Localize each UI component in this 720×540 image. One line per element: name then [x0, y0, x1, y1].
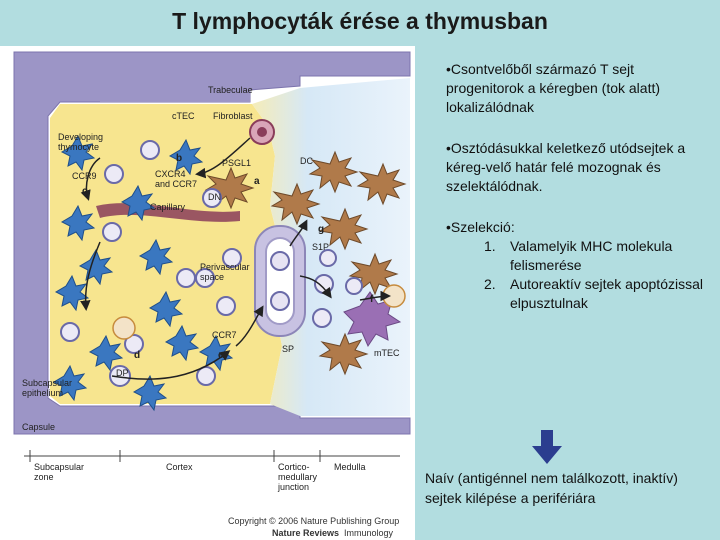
journal-sub: Immunology: [344, 528, 394, 538]
label-ctec: cTEC: [172, 111, 195, 121]
selection-item-text: Valamelyik MHC molekula felismerése: [510, 238, 673, 273]
capsule: [13, 51, 411, 435]
label-cxcr4-ccr7: and CCR7: [155, 179, 197, 189]
step-b: b: [176, 153, 182, 164]
selection-list: 1. Valamelyik MHC molekula felismerése 2…: [446, 237, 706, 313]
zone-subcapsular-zone: zone: [34, 472, 54, 482]
label-capillary: Capillary: [150, 202, 186, 212]
mtec-cell: [343, 291, 402, 348]
label-subcapsular: Subcapsular: [22, 378, 72, 388]
bullet-progenitors: •Csontvelőből származó T sejt progenitor…: [446, 61, 661, 115]
selection-item-number: 1.: [484, 238, 496, 254]
bullet-list: •Csontvelőből származó T sejt progenitor…: [446, 60, 706, 335]
step-f: f: [370, 294, 374, 305]
arrow-down-icon: [532, 430, 562, 464]
copyright-text: Copyright © 2006 Nature Publishing Group: [228, 516, 399, 526]
footer-text: Naív (antigénnel nem találkozott, inaktí…: [425, 470, 678, 506]
label-space: space: [200, 272, 224, 282]
label-dn: DN: [208, 192, 221, 202]
step-a: a: [254, 176, 260, 187]
label-dp: DP: [116, 368, 129, 378]
label-ccr9: CCR9: [72, 171, 97, 181]
label-psgl1: PSGL1: [222, 158, 251, 168]
step-e: e: [218, 350, 224, 361]
zone-cortex: Cortex: [166, 462, 193, 472]
label-sp: SP: [282, 344, 294, 354]
selection-item-number: 2.: [484, 276, 496, 292]
thymus-diagram: Trabeculae cTEC Fibroblast Developing th…: [0, 46, 415, 540]
step-g: g: [318, 224, 324, 235]
label-capsule: Capsule: [22, 422, 55, 432]
bullet-selection: •Szelekció: 1. Valamelyik MHC molekula f…: [446, 218, 706, 313]
label-epithelium: epithelium: [22, 388, 63, 398]
selection-item: 1. Valamelyik MHC molekula felismerése: [446, 237, 706, 275]
step-d: d: [134, 350, 140, 361]
label-perivascular: Perivascular: [200, 262, 250, 272]
zone-medullary: medullary: [278, 472, 318, 482]
step-c: c: [82, 186, 88, 197]
selection-item-text: Autoreaktív sejtek apoptózissal elpusztu…: [510, 276, 703, 311]
label-developing: Developing: [58, 132, 103, 142]
selection-item: 2. Autoreaktív sejtek apoptózissal elpus…: [446, 275, 706, 313]
journal-name: Nature Reviews: [272, 528, 339, 538]
label-s1p1: S1P: [312, 242, 329, 252]
zone-medulla: Medulla: [334, 462, 366, 472]
zone-cortico: Cortico-: [278, 462, 310, 472]
zone-subcapsular: Subcapsular: [34, 462, 84, 472]
label-cxcr4: CXCR4: [155, 169, 186, 179]
label-mtec: mTEC: [374, 348, 400, 358]
label-dc: DC: [300, 156, 313, 166]
selection-heading: •Szelekció:: [446, 219, 515, 235]
page-title: T lymphocyták érése a thymusban: [172, 8, 548, 34]
label-trabeculae: Trabeculae: [208, 85, 253, 95]
bullet-division: •Osztódásukkal keletkező utódsejtek a ké…: [446, 140, 686, 194]
zone-junction: junction: [277, 482, 309, 492]
label-ccr7: CCR7: [212, 330, 237, 340]
label-fibroblast: Fibroblast: [213, 111, 253, 121]
label-thymocyte: thymocyte: [58, 142, 99, 152]
